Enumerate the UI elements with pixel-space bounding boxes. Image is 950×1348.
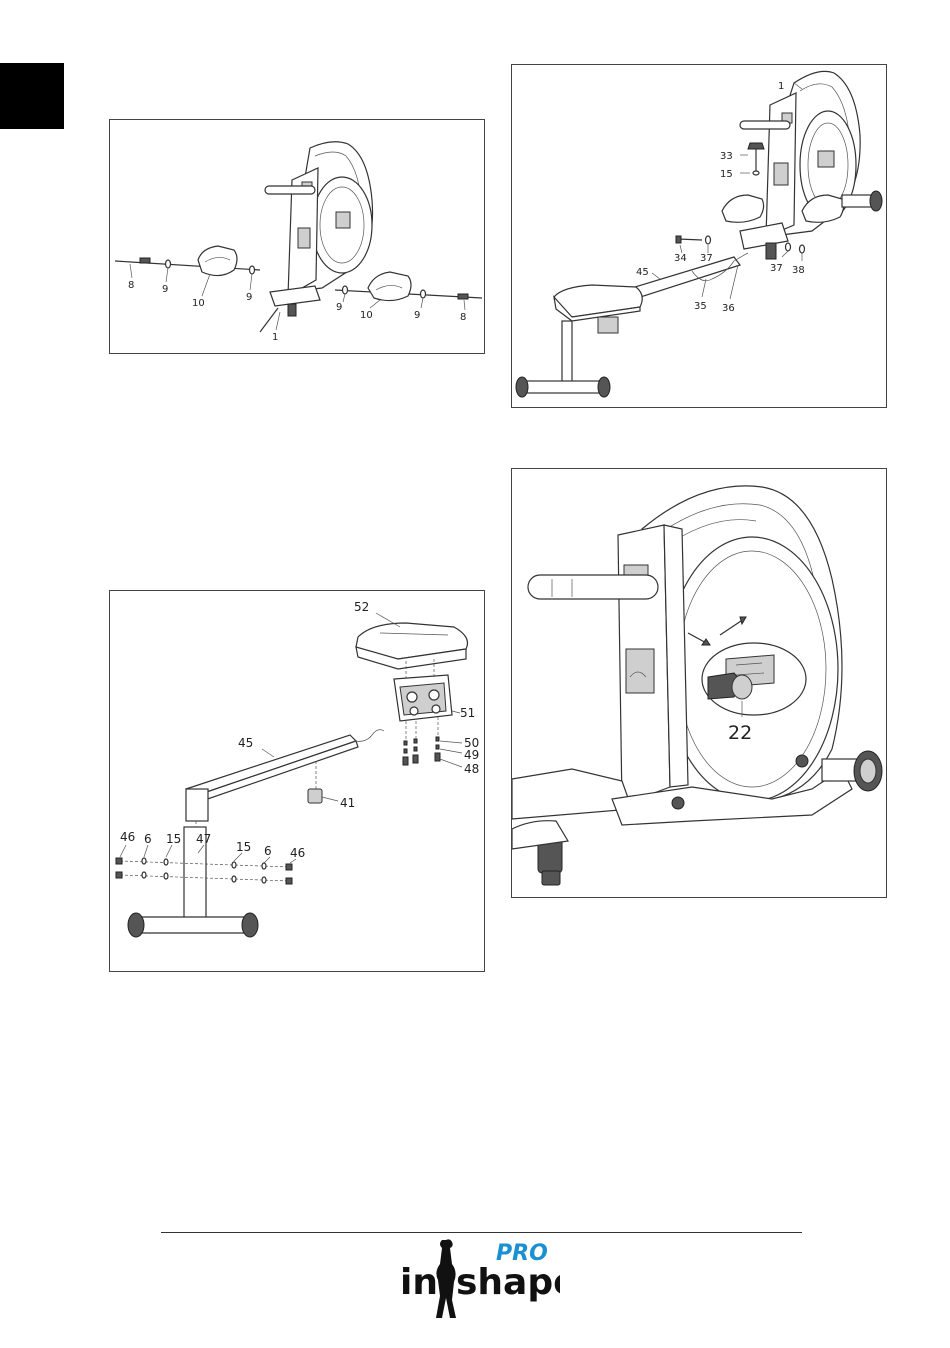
- part-label: 10: [192, 298, 205, 309]
- part-label: 22: [728, 722, 752, 744]
- logo-pro-text: PRO: [496, 1241, 548, 1266]
- part-label: 51: [460, 706, 475, 720]
- part-label: 1: [778, 81, 784, 92]
- part-label: 45: [636, 267, 649, 278]
- part-label: 46: [120, 830, 135, 844]
- assembly-figure-seat-support: 52 51 45 50 49 48 41 46 6 15 47 15 6 46: [109, 590, 485, 972]
- footer-divider: [161, 1232, 802, 1233]
- section-tab: [0, 63, 64, 129]
- part-label: 8: [460, 312, 466, 323]
- part-label: 15: [720, 169, 733, 180]
- part-label: 8: [128, 280, 134, 291]
- part-label: 9: [246, 292, 252, 303]
- foot-pedal-drawing: 8 9 10 9 1 9 10 9 8: [110, 120, 484, 353]
- brand-logo-graphic: in shape PRO: [400, 1236, 560, 1320]
- part-label: 36: [722, 303, 735, 314]
- tension-detail-drawing: 22: [512, 469, 886, 897]
- inshape-pro-logo: in shape PRO: [400, 1236, 560, 1320]
- part-label: 6: [264, 844, 272, 858]
- part-label: 47: [196, 832, 211, 846]
- seat-support-drawing: 52 51 45 50 49 48 41 46 6 15 47 15 6 46: [110, 591, 484, 971]
- part-label: 15: [236, 840, 251, 854]
- seat-rail-drawing: 1 33 15 34 37 37 38 45 35 36: [512, 65, 886, 407]
- part-label: 37: [770, 263, 783, 274]
- part-label: 37: [700, 253, 713, 264]
- part-label: 15: [166, 832, 181, 846]
- part-label: 41: [340, 796, 355, 810]
- part-label: 9: [162, 284, 168, 295]
- assembly-figure-tension-detail: 22: [511, 468, 887, 898]
- part-label: 9: [414, 310, 420, 321]
- logo-shape-text: shape: [456, 1262, 560, 1303]
- part-label: 10: [360, 310, 373, 321]
- part-label: 45: [238, 736, 253, 750]
- part-label: 46: [290, 846, 305, 860]
- part-label: 52: [354, 600, 369, 614]
- part-label: 49: [464, 748, 479, 762]
- part-label: 34: [674, 253, 687, 264]
- part-label: 35: [694, 301, 707, 312]
- part-label: 33: [720, 151, 733, 162]
- logo-in-text: in: [400, 1262, 438, 1303]
- part-label: 48: [464, 762, 479, 776]
- assembly-figure-foot-pedals: 8 9 10 9 1 9 10 9 8: [109, 119, 485, 354]
- part-label: 38: [792, 265, 805, 276]
- part-label: 1: [272, 332, 278, 343]
- part-label: 6: [144, 832, 152, 846]
- part-label: 9: [336, 302, 342, 313]
- assembly-figure-seat-rail: 1 33 15 34 37 37 38 45 35 36: [511, 64, 887, 408]
